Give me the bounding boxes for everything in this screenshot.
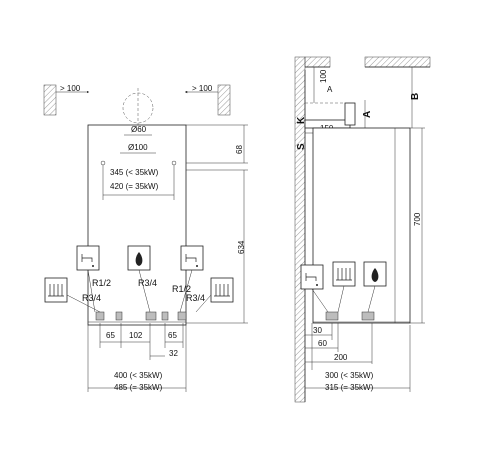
ceiling-A-label: A — [327, 85, 333, 94]
side-A-label: A — [362, 111, 373, 118]
side-B-label: B — [410, 93, 421, 100]
dim-200-label: 200 — [334, 353, 348, 362]
side-K-label: K — [296, 116, 307, 124]
hot-water-outlet-icon — [76, 245, 100, 271]
flue-elbow — [344, 102, 356, 126]
conn-r34-flow-label: R3/4 — [82, 293, 101, 303]
spacing-420-label: 420 (= 35kW) — [110, 182, 159, 191]
right-clearance-label: > 100 — [192, 84, 213, 93]
pipe-stub — [177, 311, 187, 321]
heating-flow-icon — [44, 277, 68, 303]
height-634-label: 634 — [237, 240, 246, 254]
pipe-stub — [115, 311, 123, 321]
boiler-front-body — [87, 124, 187, 326]
side-gas-icon — [363, 261, 387, 287]
left-ceiling-hatch — [43, 84, 57, 116]
ceiling-100-label: 100 — [319, 69, 328, 83]
top-offset-label: 68 — [235, 145, 244, 154]
dim-32: 32 — [169, 349, 178, 358]
flue-100-label: Ø100 — [128, 143, 148, 152]
pipe-stub — [95, 311, 105, 321]
heating-return-icon — [210, 277, 234, 303]
conn-r34-return-label: R3/4 — [186, 293, 205, 303]
ceiling-hatch-right — [364, 56, 431, 68]
dim-65-right: 65 — [168, 331, 177, 340]
conn-r12-cold-label: R1/2 — [172, 284, 191, 294]
dim-65-left: 65 — [106, 331, 115, 340]
ceiling-hatch — [304, 56, 331, 68]
depth-315-label: 315 (= 35kW) — [325, 383, 374, 392]
pipe-stub — [161, 311, 169, 321]
left-clearance-label: > 100 — [60, 84, 81, 93]
width-400-label: 400 (< 35kW) — [114, 371, 163, 380]
pipe-stub — [145, 311, 157, 321]
side-pipe-stub — [325, 311, 339, 321]
wall-hatch — [294, 56, 306, 403]
side-pipe-stub — [361, 311, 375, 321]
boiler-side-body — [312, 127, 411, 324]
side-heating-icon — [332, 261, 356, 287]
gas-inlet-icon — [127, 245, 151, 271]
flue-60-label: Ø60 — [131, 125, 147, 134]
height-700-label: 700 — [413, 212, 422, 226]
depth-300-label: 300 (< 35kW) — [325, 371, 374, 380]
side-S-label: S — [296, 143, 307, 150]
spacing-345-label: 345 (< 35kW) — [110, 168, 159, 177]
dim-30-label: 30 — [313, 326, 322, 335]
conn-r34-gas-label: R3/4 — [138, 278, 157, 288]
right-ceiling-hatch — [217, 84, 231, 116]
side-hot-water-icon — [300, 264, 324, 290]
side-view: 100 A A B K S 150 700 — [294, 56, 431, 403]
conn-r12-label: R1/2 — [92, 278, 111, 288]
cold-water-inlet-icon — [180, 245, 204, 271]
dim-102: 102 — [129, 331, 143, 340]
width-485-label: 485 (= 35kW) — [114, 383, 163, 392]
front-view: > 100 > 100 Ø60 Ø100 68 345 (< 35kW) 420… — [43, 84, 248, 392]
dim-60-label: 60 — [318, 339, 327, 348]
